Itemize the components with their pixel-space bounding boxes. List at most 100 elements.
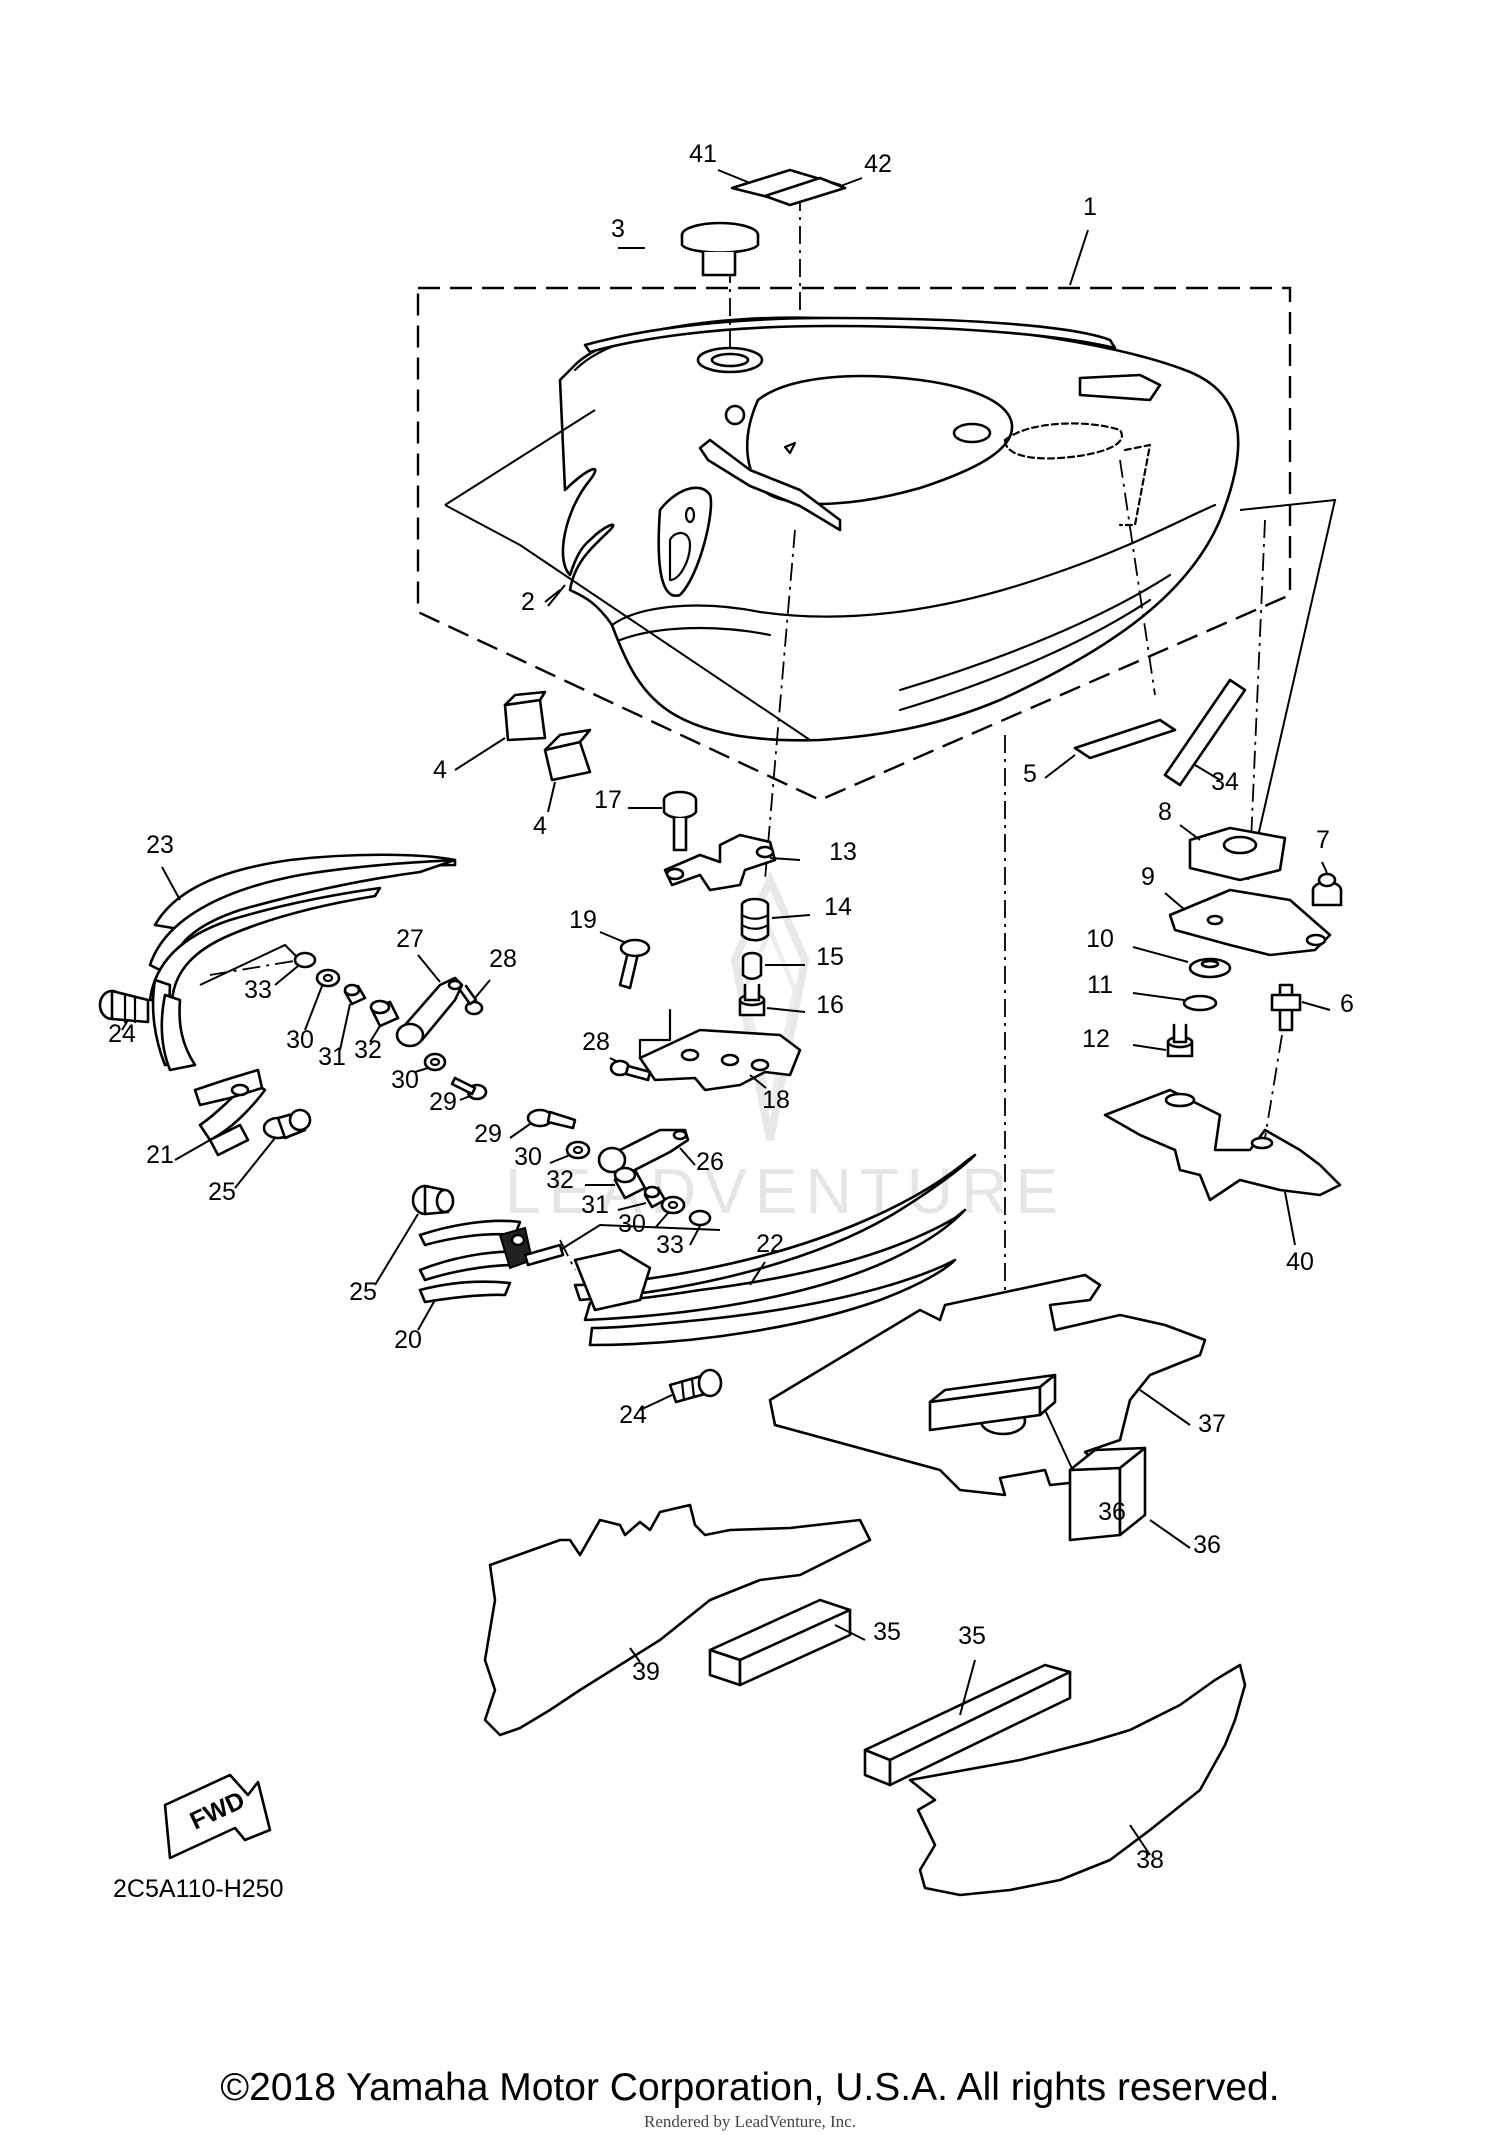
screw-28a[interactable] — [458, 979, 491, 1016]
stay-27[interactable] — [395, 954, 464, 1048]
callout-29a: 29 — [429, 1088, 457, 1116]
callout-numbers: 1234456789101112131415161718192021222324… — [108, 140, 1354, 1874]
side-trim-22[interactable] — [573, 1153, 977, 1347]
screw-29b[interactable] — [509, 1108, 577, 1139]
callout-9: 9 — [1141, 863, 1155, 891]
damper-8[interactable] — [1179, 824, 1287, 882]
callout-16: 16 — [816, 991, 844, 1019]
side-plate-39[interactable] — [483, 1503, 872, 1737]
callout-42: 42 — [864, 150, 892, 178]
bolt-16[interactable] — [738, 983, 806, 1017]
callout-24b: 24 — [619, 1401, 647, 1429]
washer-11[interactable] — [1132, 992, 1218, 1012]
diagram-code: 2C5A110-H250 — [113, 1875, 283, 1903]
pad-36b[interactable] — [1068, 1446, 1191, 1549]
callout-33a: 33 — [244, 976, 272, 1004]
bolt-12[interactable] — [1132, 1023, 1194, 1058]
bolt-17[interactable] — [628, 790, 698, 852]
washer-30c[interactable] — [549, 1140, 591, 1164]
callout-28a: 28 — [489, 945, 517, 973]
damper-pad-4b[interactable] — [543, 728, 592, 813]
callout-15: 15 — [816, 943, 844, 971]
callout-7: 7 — [1316, 826, 1330, 854]
bracket-18[interactable] — [638, 1008, 802, 1092]
watermark-text: LEADVENTURE — [505, 1155, 1066, 1227]
bracket-13[interactable] — [663, 833, 801, 892]
callout-33b: 33 — [656, 1231, 684, 1259]
callout-25b: 25 — [349, 1278, 377, 1306]
pad-35b[interactable] — [863, 1659, 1072, 1787]
callout-41: 41 — [689, 140, 717, 168]
washer-33a[interactable] — [274, 951, 317, 986]
collar-15[interactable] — [741, 951, 805, 981]
bolt-24b[interactable] — [639, 1368, 723, 1411]
callout-40: 40 — [1286, 1248, 1314, 1276]
callout-36a: 36 — [1098, 1498, 1126, 1526]
bracket-21[interactable] — [174, 1068, 267, 1161]
callout-31b: 31 — [581, 1191, 609, 1219]
bracket-40[interactable] — [1103, 1034, 1342, 1246]
screw-28b[interactable] — [609, 1057, 652, 1082]
callout-29b: 29 — [474, 1120, 502, 1148]
callout-10: 10 — [1086, 925, 1114, 953]
washer-10[interactable] — [1132, 946, 1232, 979]
callout-13: 13 — [829, 838, 857, 866]
stay-26[interactable] — [597, 1128, 696, 1177]
fwd-arrow-icon: FWD — [163, 1773, 272, 1860]
copyright-notice: ©2018 Yamaha Motor Corporation, U.S.A. A… — [220, 2066, 1280, 2109]
side-plate-38[interactable] — [908, 1663, 1247, 1897]
washer-30b[interactable] — [414, 1052, 447, 1073]
pin — [523, 1243, 565, 1267]
stud-6[interactable] — [1270, 983, 1331, 1032]
callout-39: 39 — [632, 1658, 660, 1686]
bracket-20[interactable] — [417, 1219, 534, 1331]
callout-30d: 30 — [618, 1210, 646, 1238]
nut-7[interactable] — [1311, 861, 1343, 907]
callout-3: 3 — [611, 215, 625, 243]
leader-2 — [547, 584, 566, 607]
fuel-tank[interactable] — [558, 316, 1240, 742]
damper-pad-4a[interactable] — [454, 690, 547, 771]
bush-32b[interactable] — [585, 1166, 647, 1200]
callout-12: 12 — [1082, 1025, 1110, 1053]
pad-35a[interactable] — [708, 1598, 866, 1687]
washer-33b[interactable] — [688, 1209, 712, 1246]
bracket-9[interactable] — [1164, 888, 1332, 957]
callout-11: 11 — [1087, 971, 1113, 999]
decal-5[interactable] — [1044, 718, 1177, 779]
callout-35a: 35 — [873, 1618, 901, 1646]
callout-4a: 4 — [433, 756, 447, 784]
bolt-24a[interactable] — [98, 989, 150, 1031]
pad-36a[interactable] — [928, 1373, 1093, 1513]
side-trim-23[interactable] — [148, 853, 457, 1072]
callout-24a: 24 — [108, 1020, 136, 1048]
collar-25a[interactable] — [234, 1108, 312, 1189]
callout-4b: 4 — [533, 812, 547, 840]
screw-19[interactable] — [599, 931, 651, 990]
callout-31a: 31 — [318, 1043, 346, 1071]
tank-leader-lines — [444, 169, 1337, 1420]
collar-25b[interactable] — [374, 1184, 455, 1286]
callout-21: 21 — [146, 1141, 174, 1169]
callout-19: 19 — [569, 906, 597, 934]
decal-34[interactable] — [1163, 678, 1247, 787]
fuel-tank-assembly-boundary — [416, 286, 1292, 802]
washer-30d[interactable] — [654, 1195, 686, 1229]
callout-34: 34 — [1211, 768, 1239, 796]
collar-31b[interactable] — [617, 1185, 667, 1211]
cap[interactable] — [680, 221, 760, 277]
collar-31a[interactable] — [339, 983, 367, 1051]
callout-20: 20 — [394, 1326, 422, 1354]
callout-26: 26 — [696, 1148, 724, 1176]
damper-14[interactable] — [740, 897, 811, 942]
emblem-41-42[interactable] — [730, 168, 847, 207]
screw-29a[interactable] — [450, 1076, 488, 1101]
callout-17: 17 — [594, 786, 622, 814]
callout-8: 8 — [1158, 798, 1172, 826]
callout-35b: 35 — [958, 1622, 986, 1650]
callout-5: 5 — [1023, 760, 1037, 788]
bush-32a[interactable] — [369, 999, 400, 1043]
callout-38: 38 — [1136, 1846, 1164, 1874]
washer-30a[interactable] — [304, 968, 341, 1031]
callout-36b: 36 — [1193, 1531, 1221, 1559]
